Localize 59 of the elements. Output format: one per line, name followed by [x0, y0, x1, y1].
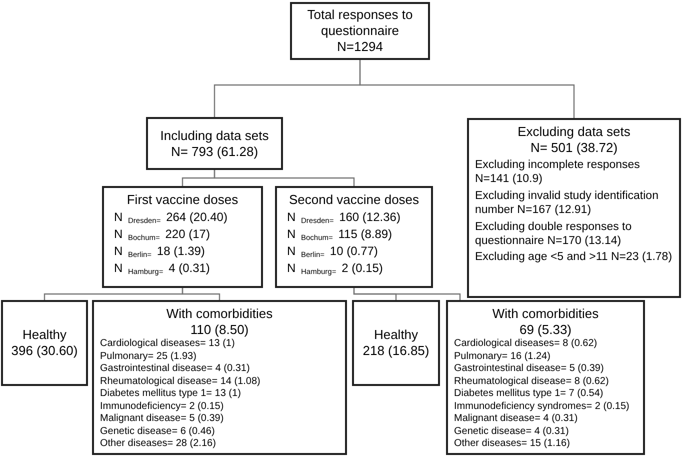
list-item: Malignant disease= 4 (0.31): [454, 413, 579, 426]
list-item: Other diseases= 15 (1.16): [454, 438, 571, 450]
list-item: Gastrointestinal disease= 4 (0.31): [100, 363, 251, 376]
connector-line: [359, 60, 575, 118]
connector-line: [182, 288, 220, 300]
box-heading: Healthy: [372, 327, 420, 343]
box-heading: Total responses to questionnaire: [306, 7, 414, 39]
list-item: Cardiological diseases= 13 (1): [100, 338, 236, 350]
connector-line: [353, 288, 461, 300]
list-item: Genetic disease= 6 (0.46): [100, 426, 216, 438]
list-item: Immunodeficiency= 2 (0.15): [100, 400, 225, 413]
list-item: Rheumatological disease= 14 (1.08): [100, 376, 262, 388]
list-item: Excluding incomplete responses N=141 (10.9): [475, 158, 641, 187]
list-item: Rheumatological disease= 8 (0.62): [454, 376, 610, 388]
box-heading: With comorbidities: [491, 306, 600, 322]
list-item: N $_{Dresden=}$ 264 (20.40): [113, 210, 228, 225]
list-item: Excluding double responses to questionnaire N=170 (13.14): [475, 220, 633, 248]
count-text: 110 (8.50): [189, 322, 250, 338]
box-heading: Including data sets: [159, 128, 270, 144]
count-text: 218 (16.85): [362, 343, 430, 359]
flow-box: [92, 300, 347, 455]
count-text: N= 793 (61.28): [170, 144, 260, 160]
flow-box: [467, 118, 681, 298]
list-item: N $_{Berlin=}$ 10 (0.77): [286, 244, 379, 259]
count-text: 396 (30.60): [10, 343, 79, 359]
list-item: N $_{Bochum=}$ 220 (17): [113, 227, 211, 242]
list-item: Diabetes mellitus type 1= 7 (0.54): [454, 388, 604, 400]
list-item: Pulmonary= 25 (1.93): [100, 350, 198, 363]
flow-box: [102, 186, 263, 288]
list-item: Cardiological diseases= 8 (0.62): [454, 338, 598, 350]
list-item: Other diseases= 28 (2.16): [100, 438, 217, 450]
count-text: N= 501 (38.72): [529, 140, 619, 156]
list-item: Genetic disease= 4 (0.31): [454, 426, 570, 438]
list-item: Excluding invalid study identification number N=167 (12.91): [475, 188, 660, 218]
box-heading: First vaccine doses: [126, 192, 240, 208]
list-item: Immunodeficiency syndromes= 2 (0.15): [454, 400, 630, 413]
list-item: Gastrointestinal disease= 5 (0.39): [454, 363, 605, 376]
list-item: Malignant disease= 5 (0.39): [100, 413, 225, 426]
list-item: N $_{Berlin=}$ 18 (1.39): [113, 244, 206, 259]
box-heading: Healthy: [21, 327, 68, 343]
count-text: N=1294: [336, 39, 384, 55]
list-item: N $_{Bochum=}$ 115 (8.89): [286, 227, 394, 242]
list-item: N $_{Hamburg=}$ 4 (0.31): [113, 261, 211, 276]
count-text: 69 (5.33): [518, 322, 573, 338]
flow-box: [446, 300, 645, 455]
flow-box: [352, 300, 440, 386]
flow-box: [290, 2, 430, 60]
list-item: N $_{Hamburg=}$ 2 (0.15): [286, 261, 384, 276]
box-heading: With comorbidities: [165, 306, 274, 322]
box-heading: Excluding data sets: [516, 124, 632, 140]
box-heading: Second vaccine doses: [288, 192, 420, 208]
list-item: Excluding age <5 and >11 N=23 (1.78): [475, 250, 673, 265]
list-item: N $_{Dresden=}$ 160 (12.36): [286, 210, 402, 225]
flow-box: [146, 117, 283, 170]
flow-box: [1, 300, 88, 386]
list-item: Diabetes mellitus type 1= 13 (1): [100, 388, 242, 400]
list-item: Pulmonary= 16 (1.24): [454, 350, 552, 363]
connector-line: [214, 170, 355, 186]
flow-box: [275, 186, 433, 288]
